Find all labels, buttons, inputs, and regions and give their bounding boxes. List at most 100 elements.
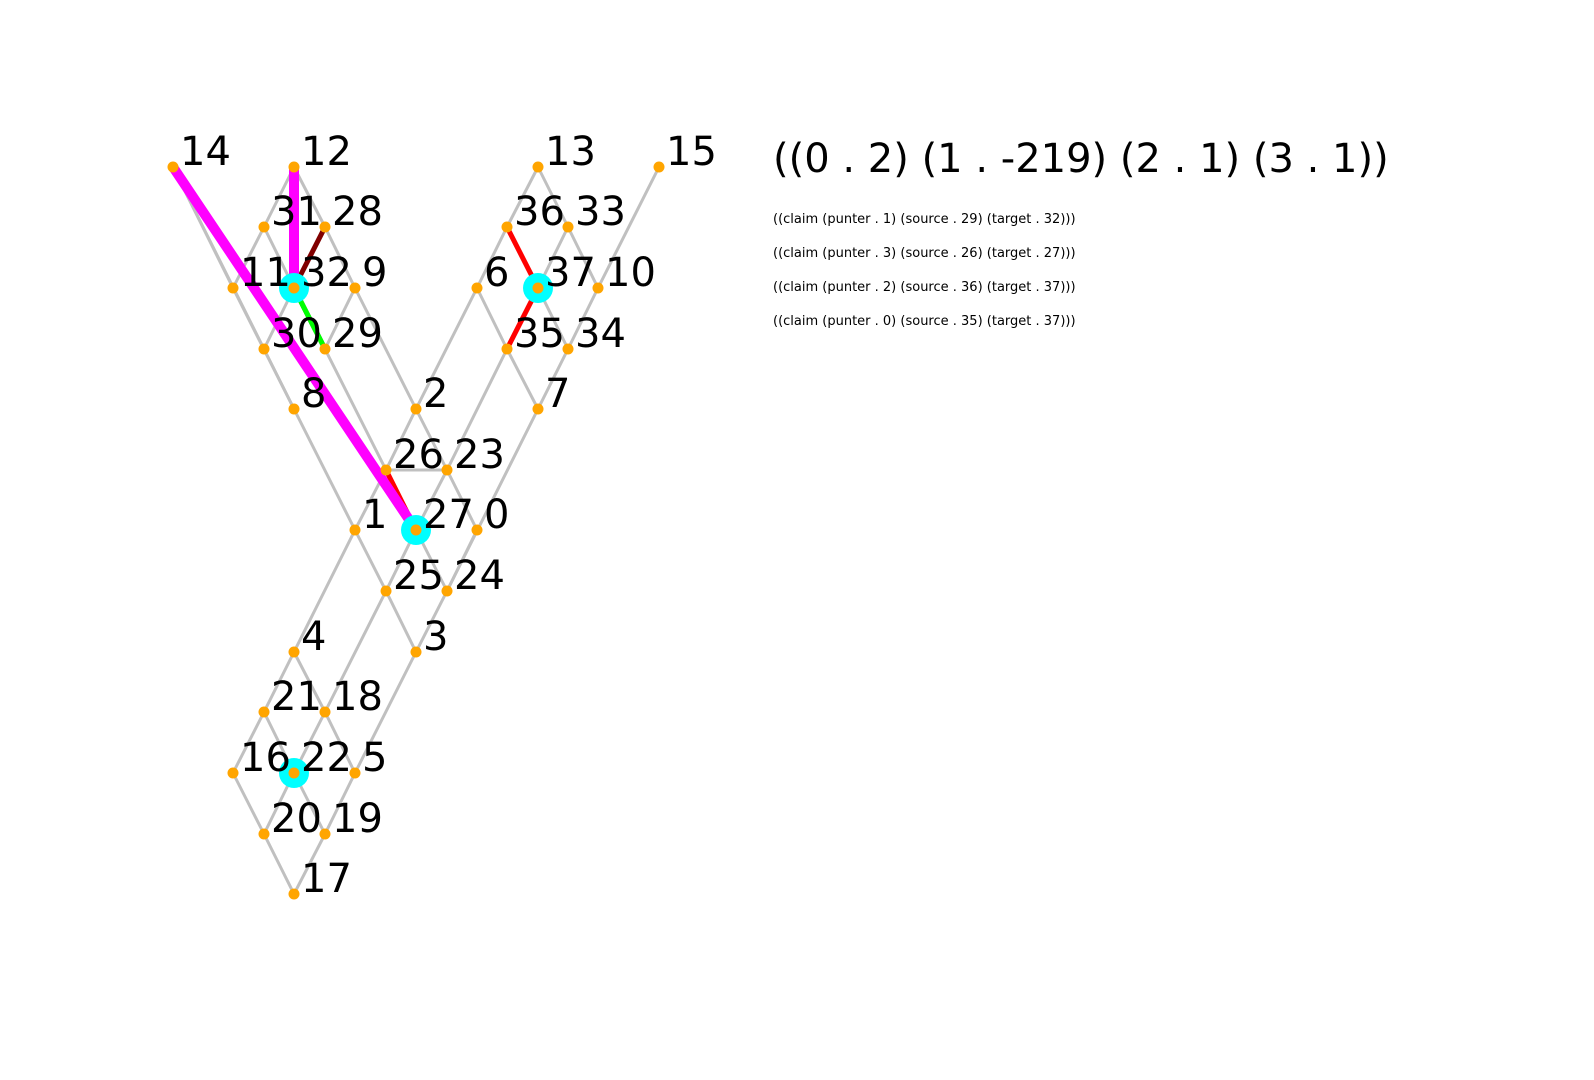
river — [384, 407, 418, 472]
site-node — [258, 221, 270, 233]
site-node — [167, 161, 179, 173]
site-node — [562, 343, 574, 355]
site-label: 33 — [575, 189, 626, 235]
site-label: 28 — [332, 189, 383, 235]
site-label: 1 — [362, 492, 387, 538]
site-node — [227, 282, 239, 294]
river — [566, 225, 600, 290]
site-label: 29 — [332, 311, 383, 357]
site-label: 16 — [240, 735, 291, 781]
site-node — [258, 343, 270, 355]
river — [353, 286, 418, 411]
site-label: 17 — [301, 856, 352, 902]
site-label: 34 — [575, 311, 626, 357]
river — [566, 286, 600, 351]
site-label: 10 — [605, 250, 656, 296]
site-label: 26 — [393, 432, 444, 478]
site-label: 0 — [484, 492, 509, 538]
river — [505, 165, 540, 229]
site-label: 12 — [301, 129, 352, 175]
site-node — [441, 464, 453, 476]
river — [323, 771, 357, 836]
site-label: 5 — [362, 735, 387, 781]
river — [292, 832, 327, 896]
claim-entry: ((claim (punter . 1) (source . 29) (targ… — [773, 212, 1076, 227]
site-node — [319, 221, 331, 233]
river — [262, 832, 296, 896]
site-node — [501, 221, 513, 233]
river — [231, 225, 266, 290]
river — [475, 225, 509, 290]
site-label: 25 — [393, 553, 444, 599]
claim-log: ((claim (punter . 1) (source . 29) (targ… — [773, 210, 1076, 346]
site-label: 4 — [301, 614, 326, 660]
river — [445, 468, 479, 532]
scores-text: ((0 . 2) (1 . -219) (2 . 1) (3 . 1)) — [773, 136, 1389, 182]
site-node — [288, 767, 300, 779]
site-label: 37 — [545, 250, 596, 296]
river — [445, 407, 540, 593]
river — [505, 347, 540, 411]
river — [292, 165, 327, 229]
site-node — [319, 706, 331, 718]
site-label: 32 — [301, 250, 352, 296]
site-node — [592, 282, 604, 294]
site-label: 11 — [240, 250, 291, 296]
site-label: 6 — [484, 250, 509, 296]
site-label: 14 — [180, 129, 231, 175]
river — [262, 650, 296, 714]
river — [445, 347, 509, 472]
site-node — [562, 221, 574, 233]
site-label: 9 — [362, 250, 387, 296]
highlight-path — [168, 162, 421, 535]
river — [596, 165, 661, 290]
river — [323, 589, 388, 714]
site-node — [653, 161, 665, 173]
site-node — [319, 343, 331, 355]
site-label: 35 — [514, 311, 565, 357]
site-label: 22 — [301, 735, 352, 781]
site-node — [532, 161, 544, 173]
river — [323, 225, 357, 290]
site-label: 7 — [545, 371, 570, 417]
site-node — [288, 646, 300, 658]
river — [323, 286, 357, 351]
site-node — [410, 524, 422, 536]
site-node — [441, 585, 453, 597]
site-node — [410, 403, 422, 415]
site-node — [288, 282, 300, 294]
river — [414, 286, 479, 411]
site-node — [380, 585, 392, 597]
site-label: 13 — [545, 129, 596, 175]
river — [262, 347, 296, 411]
site-label: 31 — [271, 189, 322, 235]
site-node — [288, 161, 300, 173]
river — [292, 528, 357, 654]
site-node — [471, 282, 483, 294]
river — [536, 347, 570, 411]
site-node — [501, 343, 513, 355]
river — [323, 347, 388, 472]
site-node — [288, 888, 300, 900]
site-node — [258, 706, 270, 718]
site-label: 8 — [301, 371, 326, 417]
claim-entry: ((claim (punter . 2) (source . 36) (targ… — [773, 280, 1076, 295]
site-label: 30 — [271, 311, 322, 357]
site-node — [319, 828, 331, 840]
site-node — [471, 524, 483, 536]
site-node — [258, 828, 270, 840]
site-node — [349, 767, 361, 779]
site-label: 27 — [423, 492, 474, 538]
river — [475, 286, 509, 351]
site-label: 2 — [423, 371, 448, 417]
river — [414, 407, 449, 472]
river — [384, 589, 418, 654]
river — [292, 650, 327, 714]
site-label: 3 — [423, 614, 448, 660]
site-label: 23 — [454, 432, 505, 478]
site-label: 18 — [332, 674, 383, 720]
river — [292, 407, 357, 532]
site-node — [380, 464, 392, 476]
